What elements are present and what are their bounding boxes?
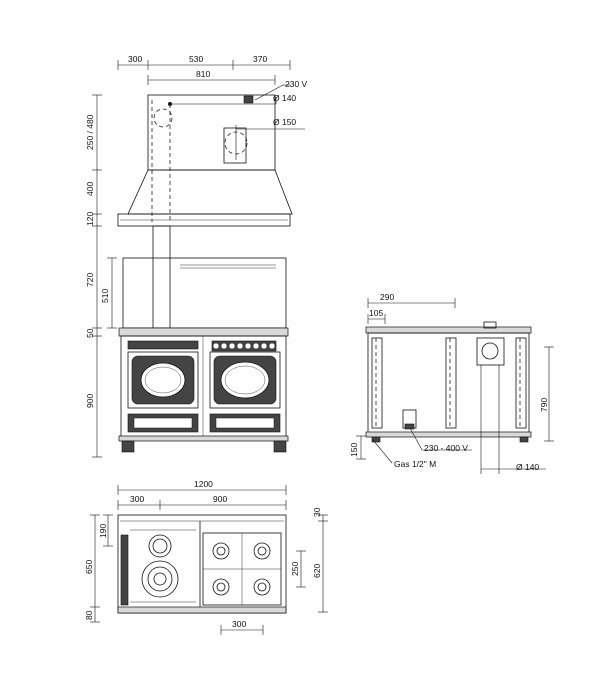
dim-top-190: 190 (98, 524, 108, 538)
dim-front-250-480: 250 / 480 (85, 114, 95, 150)
right-oven-door (209, 351, 281, 433)
wood-section (120, 529, 196, 606)
top-view: 1200 300 900 (84, 479, 328, 635)
side-view: 290 105 790 (349, 292, 554, 474)
dim-side-790: 790 (539, 398, 549, 412)
dim-front-510: 510 (100, 289, 110, 303)
dim-front-810: 810 (196, 69, 210, 79)
dim-front-50: 50 (85, 328, 95, 338)
side-body (365, 321, 532, 443)
dim-top-650: 650 (84, 560, 94, 574)
front-top-dimensions: 300 530 370 810 (117, 54, 291, 85)
label-230v: 230 V (285, 79, 308, 89)
side-dimensions: 790 150 230 - 400 V Gas 1/2" M Ø 140 (349, 346, 554, 474)
label-flue-150: Ø 150 (273, 117, 296, 127)
dim-front-370: 370 (253, 54, 267, 64)
dim-side-290: 290 (380, 292, 394, 302)
dim-top-300: 300 (130, 494, 144, 504)
front-view: 300 530 370 810 230 V Ø 140 (85, 54, 308, 458)
front-annotations: 230 V Ø 140 Ø 150 (170, 79, 308, 160)
side-top-dimensions: 290 105 (367, 292, 456, 324)
dim-top-250: 250 (290, 562, 300, 576)
dim-front-530: 530 (189, 54, 203, 64)
hood-canopy (117, 169, 293, 227)
label-electric: 230 - 400 V (424, 443, 468, 453)
dim-top-30: 30 (312, 507, 322, 517)
cooker-front (118, 327, 289, 453)
dim-top-1200: 1200 (194, 479, 213, 489)
dim-front-400: 400 (85, 182, 95, 196)
label-side-flue: Ø 140 (516, 462, 539, 472)
dim-side-150: 150 (349, 443, 359, 457)
left-oven-door (127, 340, 199, 433)
back-panel (122, 257, 287, 329)
top-side-dimensions: 30 620 250 190 650 80 300 (84, 507, 328, 635)
dim-side-105: 105 (369, 308, 383, 318)
dim-front-300: 300 (128, 54, 142, 64)
label-flue-140: Ø 140 (273, 93, 296, 103)
knob-row (211, 340, 277, 352)
dim-front-120: 120 (85, 212, 95, 226)
dim-top-900: 900 (213, 494, 227, 504)
gas-burners (202, 532, 282, 606)
label-gas: Gas 1/2" M (394, 459, 436, 469)
top-body (117, 514, 287, 614)
top-width-dimensions: 1200 300 900 (117, 479, 287, 510)
hood-chimney (147, 94, 276, 222)
dim-top-bottom-300: 300 (232, 619, 246, 629)
dim-front-900: 900 (85, 394, 95, 408)
flue-pipe (152, 225, 171, 329)
dim-front-720: 720 (85, 273, 95, 287)
dim-top-80: 80 (84, 610, 94, 620)
front-left-dimensions: 250 / 480 400 120 720 510 50 900 (85, 94, 117, 458)
dim-top-620: 620 (312, 564, 322, 578)
